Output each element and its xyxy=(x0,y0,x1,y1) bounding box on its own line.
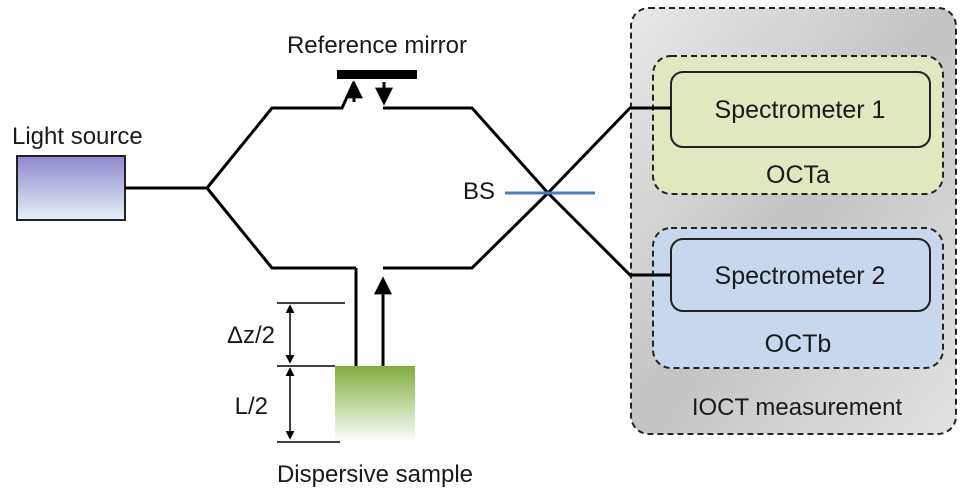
reference-arm-right xyxy=(383,106,550,194)
octb-label: OCTb xyxy=(765,330,832,358)
spectrometer-2-label: Spectrometer 2 xyxy=(715,262,886,290)
light-source-box xyxy=(16,155,126,221)
dispersive-sample xyxy=(335,366,415,442)
sample-arm-left xyxy=(205,187,356,270)
reference-mirror-label: Reference mirror xyxy=(287,32,467,59)
fiber-to-spectrometer-2 xyxy=(546,191,671,277)
dz-label: Δz/2 xyxy=(227,322,275,349)
octa-label: OCTa xyxy=(766,161,830,189)
dispersive-sample-label: Dispersive sample xyxy=(277,461,473,488)
ioct-measurement-label: IOCT measurement xyxy=(692,394,903,421)
fiber-to-spectrometer-1 xyxy=(546,106,671,195)
reference-mirror xyxy=(337,70,417,79)
reference-arm-left xyxy=(205,81,356,189)
l-label: L/2 xyxy=(235,393,268,420)
dimension-markers xyxy=(277,302,345,443)
bs-label: BS xyxy=(463,178,495,205)
spectrometer-1-label: Spectrometer 1 xyxy=(715,96,886,124)
light-source-label: Light source xyxy=(12,123,143,150)
sample-arm-right xyxy=(383,191,550,270)
